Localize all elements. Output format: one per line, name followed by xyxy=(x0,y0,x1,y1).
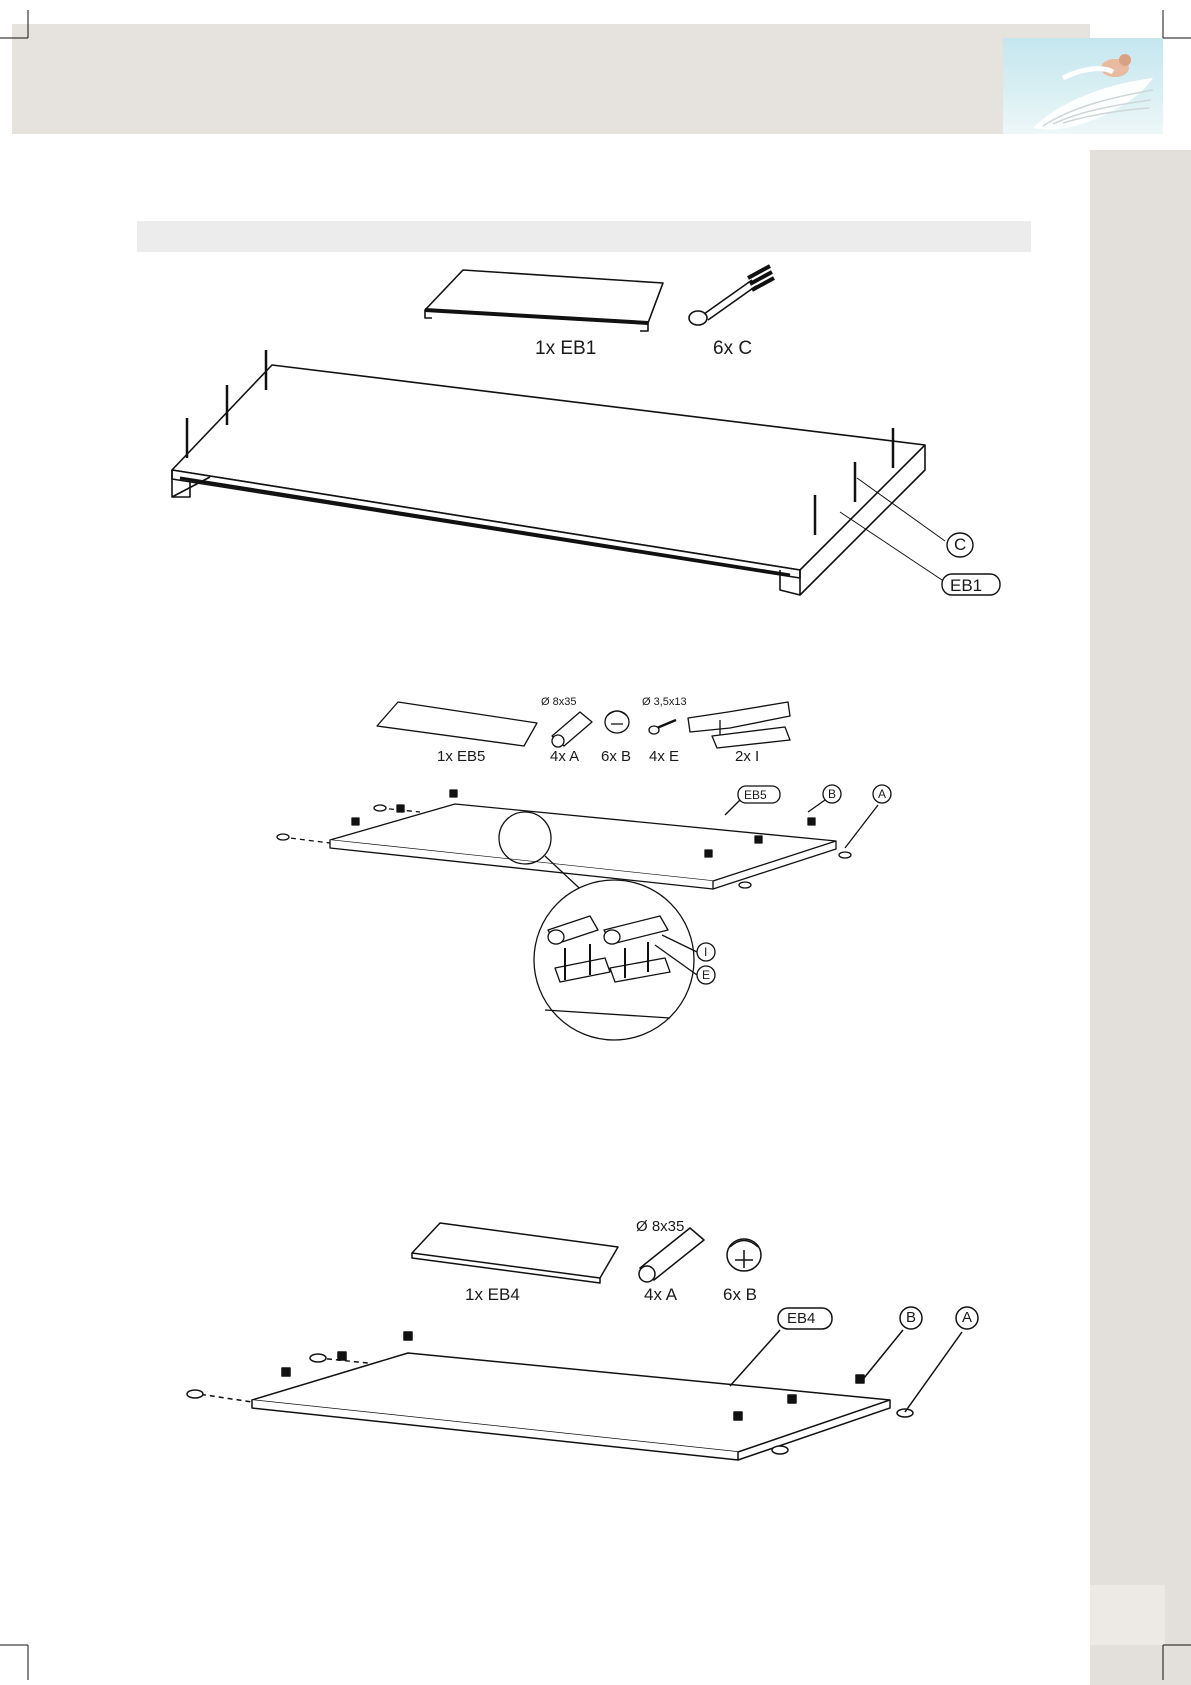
dowel-a-icon-3 xyxy=(639,1228,704,1282)
part-a-label-3: 4x A xyxy=(644,1285,677,1305)
callout-b-text-3: B xyxy=(906,1309,916,1326)
part-b-label-3: 6x B xyxy=(723,1285,757,1305)
callout-eb4-text: EB4 xyxy=(787,1310,815,1327)
cam-lock-b-icon-3 xyxy=(727,1239,761,1271)
callout-a-text-3: A xyxy=(962,1309,972,1326)
eb4-part-panel xyxy=(412,1223,618,1278)
spec-dowel-label-3: Ø 8x35 xyxy=(636,1218,684,1235)
part-eb4-label: 1x EB4 xyxy=(465,1285,520,1305)
